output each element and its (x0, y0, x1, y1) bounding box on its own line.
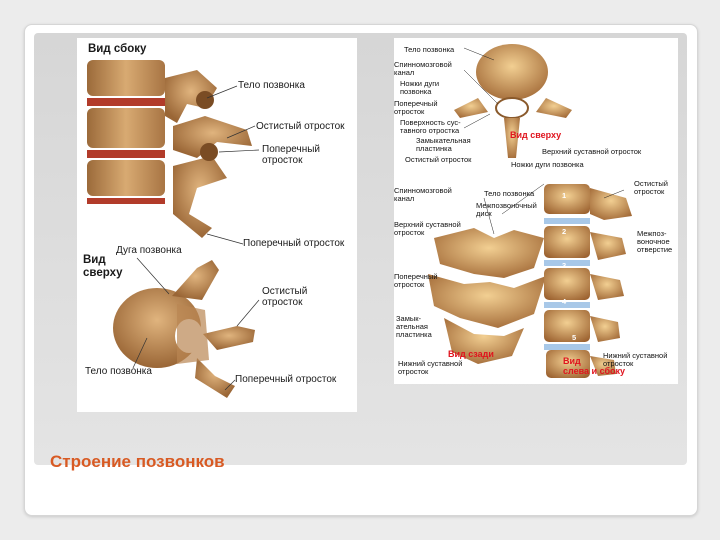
label-vertebral-body-side: Тело позвонка (238, 80, 305, 91)
rlabel-articular-surface: Поверхность сус- тавного отростка (400, 119, 461, 135)
rlabel-transverse-process: Поперечный отросток (394, 100, 438, 116)
left-illustration-panel (77, 38, 357, 412)
rlabel-lamina-2: Замык- ательная пластинка (396, 315, 432, 339)
top-view-heading: Вид сверху (83, 254, 123, 280)
vertebra-number-5: 5 (572, 334, 576, 342)
rlabel-lamina: Замыкательная пластинка (416, 137, 471, 153)
vertebra-number-3: 3 (562, 262, 566, 270)
label-transverse-process-side: Поперечный отросток (262, 144, 320, 166)
rlabel-vertebral-body: Тело позвонка (404, 46, 454, 54)
label-vertebral-body-top: Тело позвонка (85, 366, 152, 377)
vertebra-side-view (87, 60, 252, 238)
side-view-heading: Вид сбоку (88, 43, 146, 56)
rlabel-intervertebral-disc: Межпозвоночный диск (476, 202, 537, 218)
rlabel-upper-articular-2: Верхний суставной отросток (394, 221, 461, 237)
rlabel-transverse-process-2: Поперечный отросток (394, 273, 438, 289)
label-spinous-process-side: Остистый отросток (256, 121, 345, 132)
vertebra-side-and-top-drawing (77, 38, 357, 412)
rlabel-vertebral-body-2: Тело позвонка (484, 190, 534, 198)
view-label-side: Вид слева и сбоку (563, 356, 625, 376)
rlabel-spinous-process-2: Остистый отросток (634, 180, 668, 196)
label-vertebral-arch: Дуга позвонка (116, 245, 182, 256)
view-label-back: Вид сзади (448, 349, 494, 359)
rlabel-spinal-canal: Спинномозговой канал (394, 61, 452, 77)
vertebra-number-2: 2 (562, 228, 566, 236)
vertebra-number-4: 4 (562, 298, 566, 306)
label-transverse-process-lower: Поперечный отросток (243, 238, 344, 249)
rlabel-intervertebral-foramen: Межпоз- воночное отверстие (637, 230, 672, 254)
slide-caption: Строение позвонков (50, 452, 225, 472)
vertebra-top-view (113, 260, 255, 398)
rlabel-arch-pedicles: Ножки дуги позвонка (400, 80, 439, 96)
label-spinous-process-top: Остистый отросток (262, 286, 307, 308)
rlabel-upper-articular: Верхний суставной отросток (542, 148, 641, 156)
rlabel-lower-articular: Нижний суставной отросток (398, 360, 462, 376)
rlabel-spinal-canal-2: Спинномозговой канал (394, 187, 452, 203)
rlabel-spinous-process: Остистый отросток (405, 156, 471, 164)
vertebra-number-1: 1 (562, 192, 566, 200)
label-transverse-process-top: Поперечный отросток (235, 374, 336, 385)
rlabel-arch-legs: Ножки дуги позвонка (511, 161, 584, 169)
view-label-top: Вид сверху (510, 130, 561, 140)
